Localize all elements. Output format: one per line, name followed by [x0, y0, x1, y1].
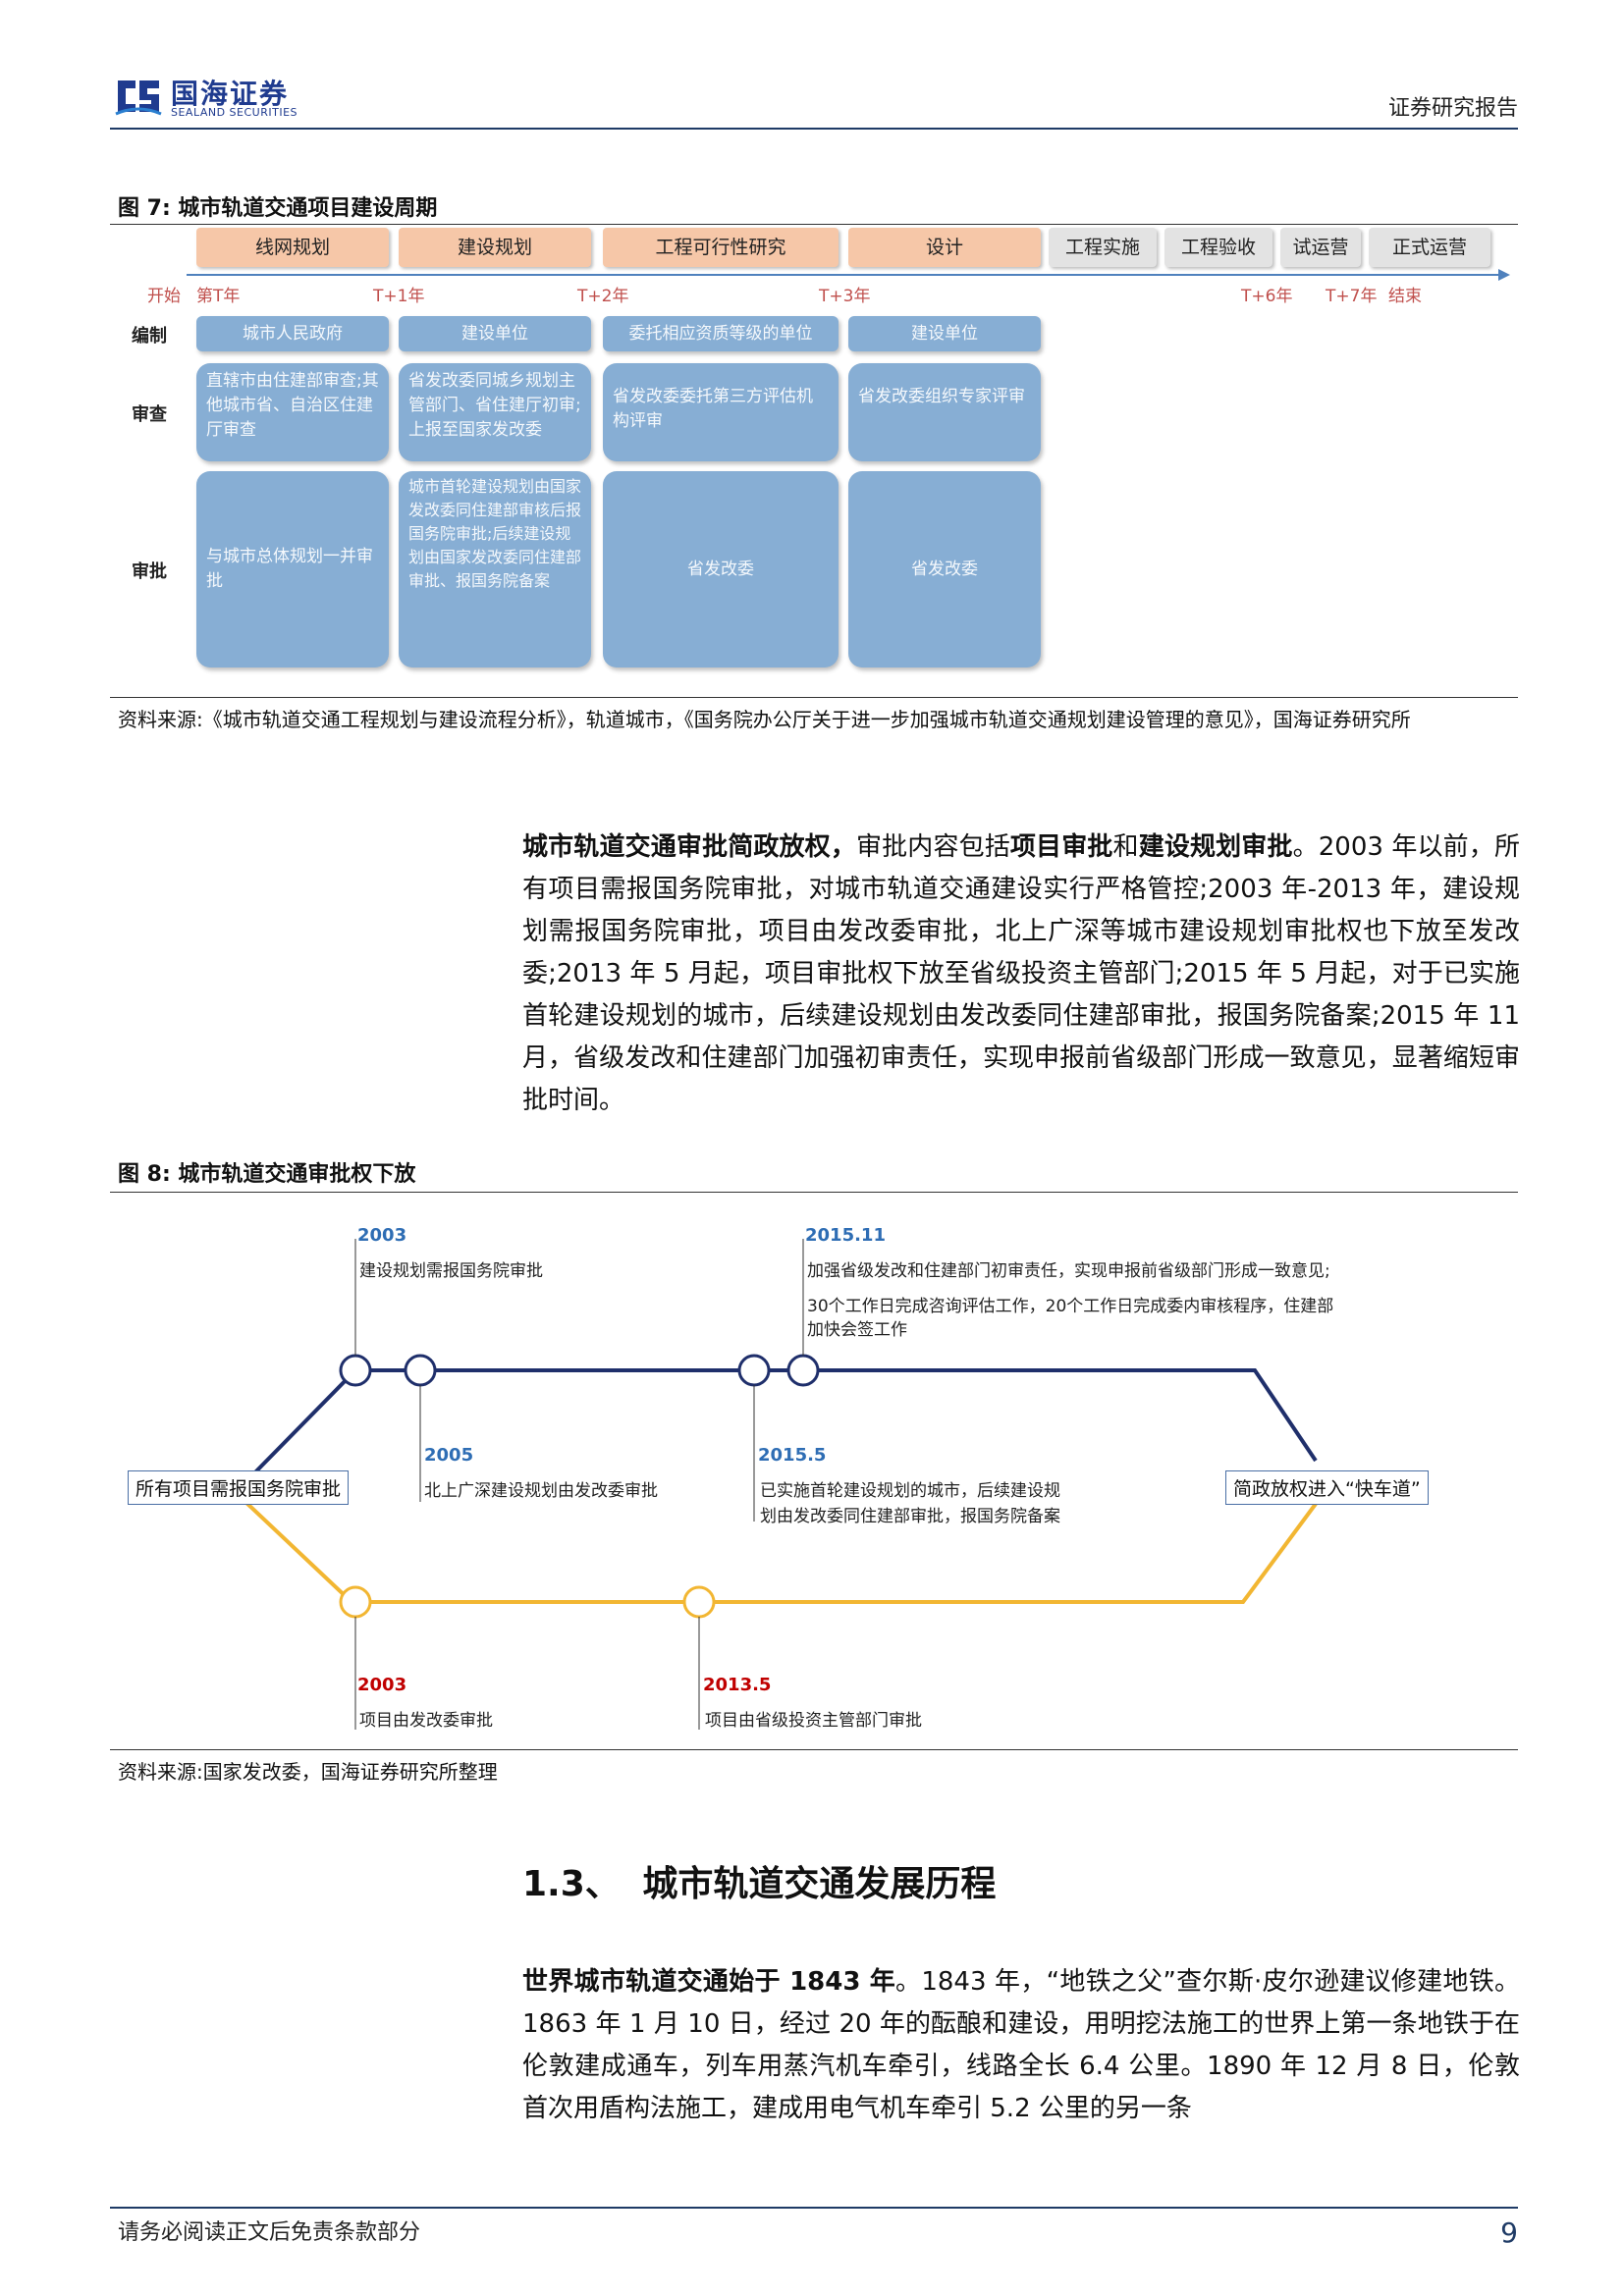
- event-year: 2003: [357, 1225, 407, 1246]
- fig8-source: 资料来源:国家发改委，国海证券研究所整理: [118, 1760, 498, 1784]
- section-heading: 1.3、 城市轨道交通发展历程: [522, 1855, 996, 1906]
- event-text: 建设规划需报国务院审批: [359, 1261, 543, 1281]
- event-text: 加快会签工作: [807, 1320, 907, 1340]
- fig8-end-label: 简政放权进入“快车道”: [1225, 1470, 1429, 1505]
- phase-tab: 工程实施: [1049, 228, 1157, 267]
- page-number: 9: [1500, 2216, 1518, 2249]
- tick-t1: T+1年: [373, 287, 425, 306]
- event-text: 项目由发改委审批: [359, 1711, 493, 1731]
- phase-tab: 工程可行性研究: [603, 228, 839, 267]
- compile-box: 委托相应资质等级的单位: [603, 316, 839, 351]
- approve-box: 省发改委: [848, 471, 1041, 667]
- station-bottom: [682, 1585, 716, 1619]
- paragraph-history: 世界城市轨道交通始于 1843 年。1843 年，“地铁之父”查尔斯·皮尔逊建议…: [522, 1961, 1520, 2130]
- approve-box: 省发改委: [603, 471, 839, 667]
- event-text: 项目由省级投资主管部门审批: [705, 1711, 922, 1731]
- station-bottom: [339, 1585, 372, 1619]
- fig8-start-label: 所有项目需报国务院审批: [128, 1470, 350, 1505]
- fig7-bottom-rule: [110, 697, 1518, 698]
- sealand-logo-icon: [114, 75, 163, 118]
- fig8-title: 图 8: 城市轨道交通审批权下放: [118, 1162, 416, 1187]
- fig7-title: 图 7: 城市轨道交通项目建设周期: [118, 196, 438, 221]
- logo-en: SEALAND SECURITIES: [171, 106, 298, 119]
- tick-t2: T+2年: [577, 287, 629, 306]
- event-year: 2003: [357, 1675, 407, 1695]
- footer-disclaimer: 请务必阅读正文后免责条款部分: [118, 2220, 421, 2245]
- footer-rule: [110, 2207, 1518, 2209]
- review-box: 省发改委同城乡规划主管部门、省住建厅初审;上报至国家发改委: [399, 363, 591, 461]
- event-year: 2005: [424, 1445, 474, 1466]
- phase-tab: 工程验收: [1164, 228, 1272, 267]
- para1-text: 和: [1112, 832, 1139, 862]
- phase-tab: 试运营: [1280, 228, 1361, 267]
- phase-tab: 建设规划: [399, 228, 591, 267]
- station-top: [737, 1354, 771, 1387]
- review-box: 直辖市由住建部审查;其他城市省、自治区住建厅审查: [196, 363, 389, 461]
- event-text: 北上广深建设规划由发改委审批: [424, 1481, 658, 1501]
- paragraph-approval: 城市轨道交通审批简政放权，审批内容包括项目审批和建设规划审批。2003 年以前，…: [522, 827, 1520, 1122]
- compile-box: 建设单位: [848, 316, 1041, 351]
- event-year: 2015.5: [758, 1445, 827, 1466]
- report-type: 证券研究报告: [1387, 96, 1518, 121]
- tick-t6: T+6年: [1241, 287, 1293, 306]
- para1-lead: 城市轨道交通审批简政放权，: [522, 832, 856, 862]
- para2-text: 。1843 年，“地铁之父”查尔斯·皮尔逊建议修建地铁。1863 年 1 月 1…: [522, 1967, 1521, 2123]
- tick-t7: T+7年: [1326, 287, 1378, 306]
- fig8-top-rule: [110, 1192, 1518, 1193]
- compile-box: 城市人民政府: [196, 316, 389, 351]
- event-text: 划由发改委同住建部审批，报国务院备案: [760, 1507, 1060, 1526]
- approve-box: 城市首轮建设规划由国家发改委同住建部审核后报国务院审批;后续建设规划由国家发改委…: [399, 471, 591, 667]
- fig8-bottom-rule: [110, 1749, 1518, 1750]
- fig7-source: 资料来源:《城市轨道交通工程规划与建设流程分析》，轨道城市，《国务院办公厅关于进…: [118, 708, 1411, 731]
- section-title: 城市轨道交通发展历程: [642, 1864, 997, 1904]
- para2-lead: 世界城市轨道交通始于 1843 年: [522, 1967, 896, 1997]
- row-label-compile: 编制: [132, 326, 167, 347]
- station-top: [786, 1354, 820, 1387]
- review-box: 省发改委组织专家评审: [848, 363, 1041, 461]
- event-year: 2013.5: [703, 1675, 772, 1695]
- tick-t0: 第T年: [196, 287, 241, 306]
- phase-tab: 正式运营: [1369, 228, 1490, 267]
- header-rule: [110, 128, 1518, 130]
- event-text: 已实施首轮建设规划的城市，后续建设规: [760, 1481, 1060, 1501]
- compile-box: 建设单位: [399, 316, 591, 351]
- review-box: 省发改委委托第三方评估机构评审: [603, 363, 839, 461]
- tick-end: 结束: [1388, 287, 1422, 306]
- event-text: 30个工作日完成咨询评估工作，20个工作日完成委内审核程序，住建部: [807, 1297, 1334, 1316]
- para1-bold-1: 项目审批: [1009, 832, 1113, 862]
- phase-tab: 线网规划: [196, 228, 389, 267]
- station-top: [404, 1354, 437, 1387]
- fig7-top-rule: [110, 224, 1518, 225]
- event-text: 加强省级发改和住建部门初审责任，实现申报前省级部门形成一致意见;: [807, 1261, 1330, 1281]
- para1-text: 。2003 年以前，所有项目需报国务院审批，对城市轨道交通建设实行严格管控;20…: [522, 832, 1520, 1115]
- tick-start: 开始: [147, 287, 181, 306]
- para1-text: 审批内容包括: [855, 832, 1010, 862]
- station-top: [339, 1354, 372, 1387]
- header: 国海证券 SEALAND SECURITIES 证券研究报告: [110, 69, 1518, 130]
- approve-box: 与城市总体规划一并审批: [196, 471, 389, 667]
- phase-tab: 设计: [848, 228, 1041, 267]
- section-number: 1.3、: [522, 1864, 621, 1904]
- logo-cn: 国海证券: [171, 78, 290, 110]
- timeline-arrow: [187, 269, 1510, 281]
- track-bottom: [244, 1500, 1318, 1604]
- row-label-review: 审查: [132, 404, 167, 425]
- para1-bold-2: 建设规划审批: [1138, 832, 1293, 862]
- event-year: 2015.11: [805, 1225, 886, 1246]
- row-label-approve: 审批: [132, 561, 167, 582]
- tick-t3: T+3年: [819, 287, 871, 306]
